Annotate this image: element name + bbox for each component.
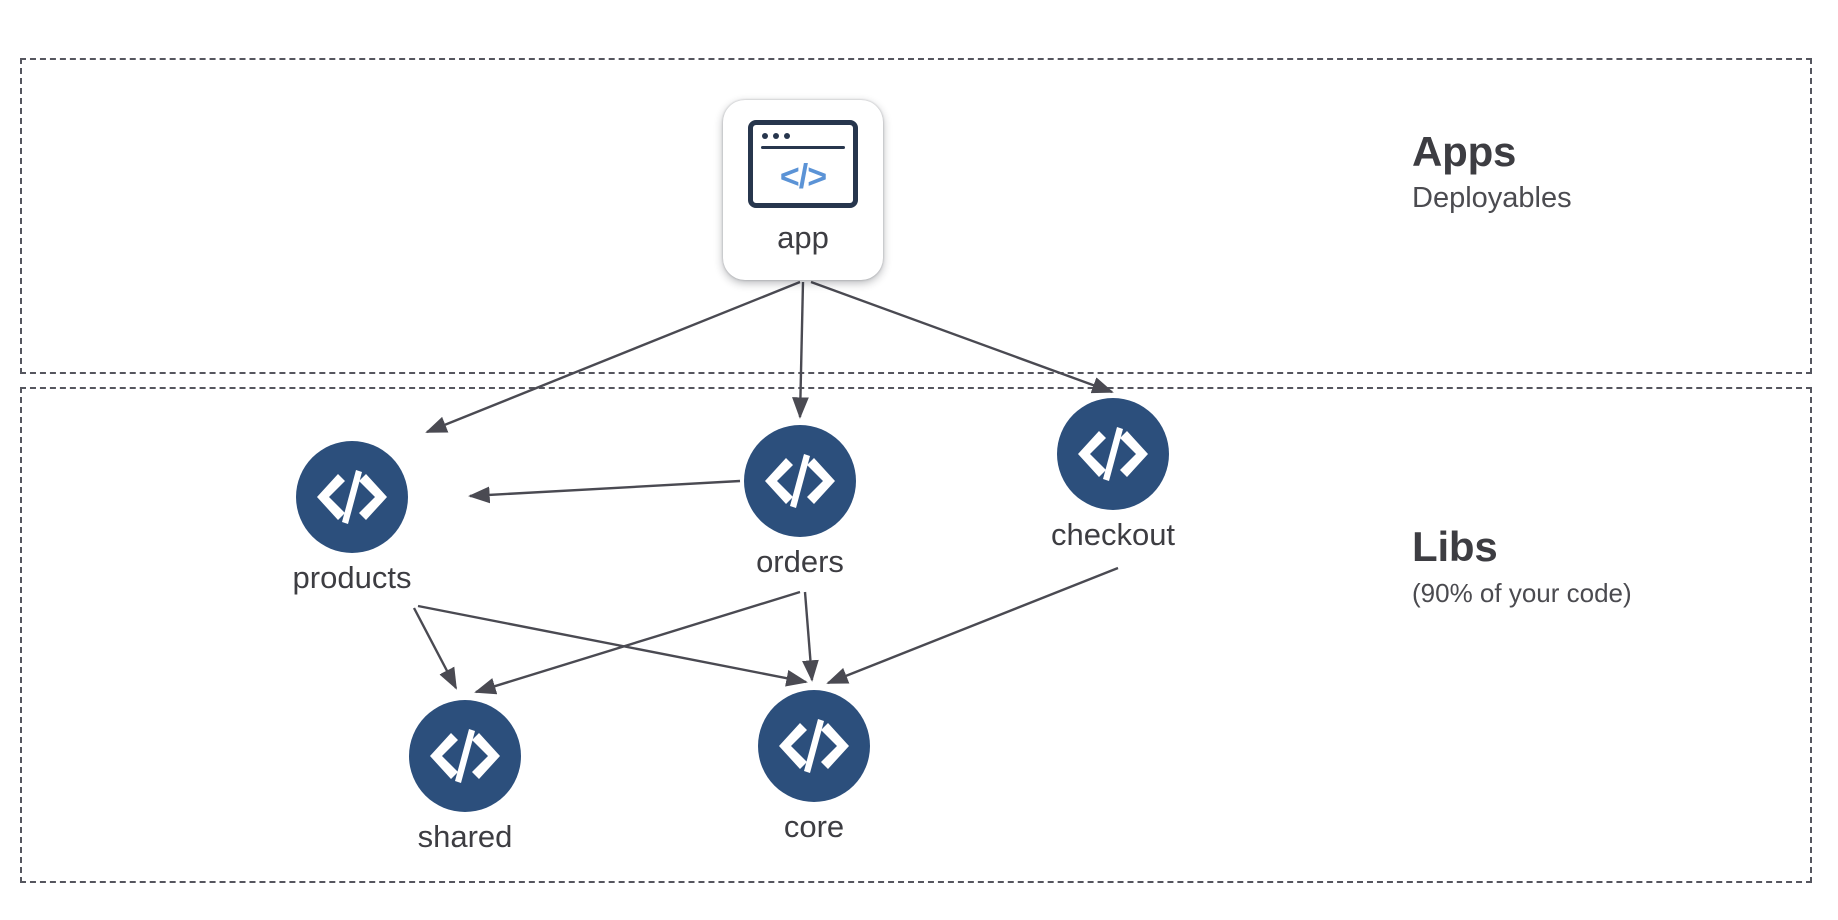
zone-caption-libs: Libs (90% of your code)	[1412, 523, 1632, 610]
code-brackets-glyph: </>	[779, 157, 827, 196]
node-checkout-label: checkout	[1050, 517, 1176, 552]
browser-code-icon: </>	[748, 120, 858, 208]
node-core-label: core	[783, 809, 845, 844]
node-checkout[interactable]: checkout	[1051, 398, 1175, 552]
code-brackets-icon	[1057, 398, 1169, 510]
node-shared[interactable]: shared	[409, 700, 521, 854]
zone-apps-subtitle: Deployables	[1412, 182, 1572, 215]
browser-rule-divider	[761, 146, 845, 149]
zone-libs-subtitle: (90% of your code)	[1412, 578, 1632, 609]
node-orders[interactable]: orders	[744, 425, 856, 579]
node-core[interactable]: core	[758, 690, 870, 844]
zone-apps-title: Apps	[1412, 128, 1517, 175]
node-app[interactable]: </> app	[723, 100, 883, 280]
code-brackets-icon	[744, 425, 856, 537]
code-brackets-icon	[758, 690, 870, 802]
node-orders-label: orders	[756, 544, 844, 579]
code-brackets-icon	[409, 700, 521, 812]
node-products-label: products	[292, 560, 412, 595]
zone-caption-apps: Apps Deployables	[1412, 128, 1572, 216]
browser-dots-icon	[762, 133, 790, 139]
node-app-label: app	[777, 220, 829, 255]
zone-libs-title: Libs	[1412, 523, 1498, 570]
node-shared-label: shared	[417, 819, 513, 854]
zone-libs	[20, 387, 1812, 883]
node-products[interactable]: products	[293, 441, 411, 595]
code-brackets-icon	[296, 441, 408, 553]
